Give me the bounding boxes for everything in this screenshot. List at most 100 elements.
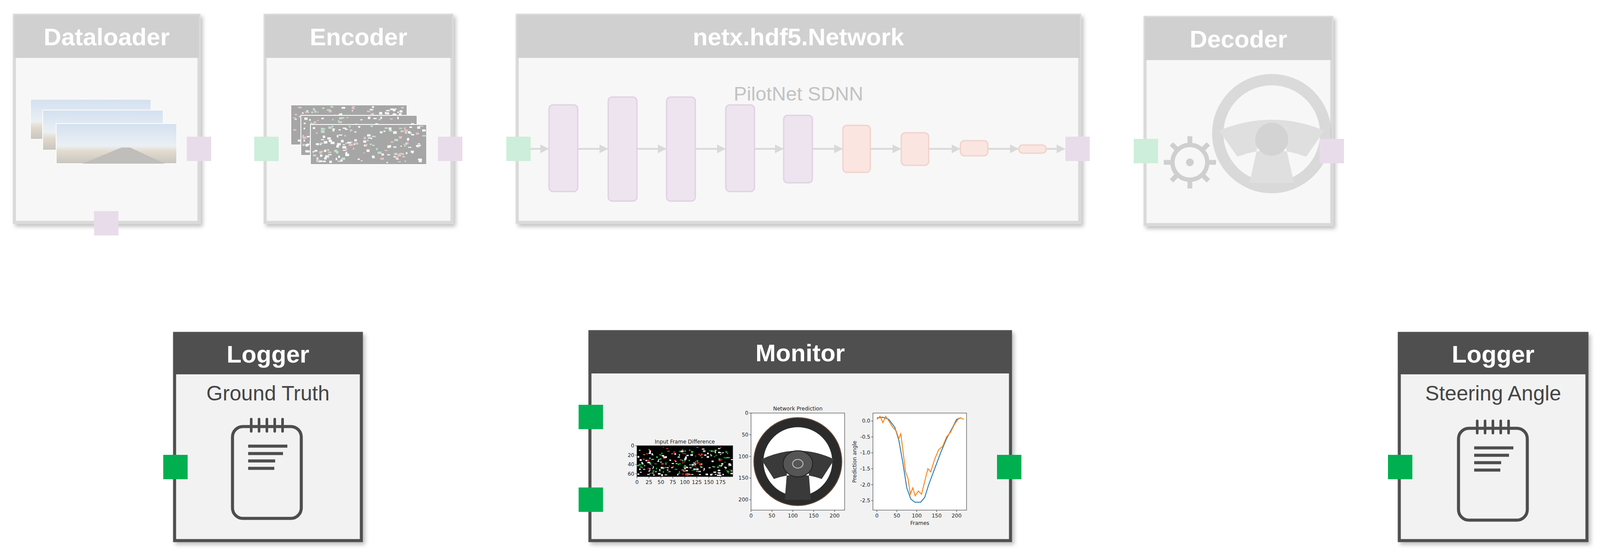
diff-pixel [637, 465, 639, 467]
spike-dot [380, 157, 384, 160]
spike-dot [323, 160, 327, 162]
spike-dot [364, 144, 368, 146]
spike-dot [351, 105, 356, 107]
spike-dot [357, 158, 360, 160]
diff-pixel [703, 450, 706, 453]
diff-pixel [683, 459, 686, 461]
notepad-body [232, 426, 302, 519]
tick-mark [956, 510, 957, 512]
spike-dot [311, 111, 314, 114]
spike-dot [381, 153, 384, 156]
port [506, 136, 531, 162]
spike-dot [303, 127, 306, 130]
box-shape [265, 15, 452, 223]
diff-pixel [657, 473, 661, 475]
tick-mark [871, 484, 873, 486]
diff-pixel [679, 471, 681, 472]
notepad-line [1474, 468, 1501, 472]
axis-tick-label: -1.0 [860, 450, 871, 456]
tick-mark [720, 476, 721, 479]
spike-dot [304, 117, 308, 120]
notepad-line [248, 444, 288, 448]
spike-dot [332, 128, 335, 130]
diff-pixel [694, 464, 697, 465]
diff-pixel [712, 466, 714, 468]
road-lane [82, 147, 166, 164]
wheel-spokes [1219, 119, 1325, 183]
diff-pixel [706, 456, 709, 459]
diff-pixel [701, 448, 705, 450]
diff-pixel [717, 469, 721, 472]
spike-dot [350, 129, 353, 131]
spike-dot [328, 110, 332, 113]
spike-dot [322, 107, 325, 110]
diff-pixel [705, 473, 708, 476]
diff-pixel [680, 450, 684, 453]
plot-label: Frames [910, 520, 930, 526]
diff-pixel [683, 471, 685, 472]
box-header [14, 15, 199, 58]
spike-dot [320, 154, 323, 157]
diff-pixel [717, 474, 720, 476]
diff-pixel [636, 473, 640, 475]
header-bar: Logger [1399, 333, 1587, 375]
tick-mark [708, 476, 710, 479]
angle-axes [872, 413, 967, 511]
axis-tick-label: 0 [875, 513, 879, 519]
box-header [174, 333, 362, 375]
spike-dot [294, 118, 297, 120]
spike-dot [294, 114, 298, 116]
diff-pixel [684, 450, 686, 452]
spike-dot [410, 150, 415, 153]
tick-mark [871, 500, 873, 502]
diff-pixel [639, 468, 641, 471]
spike-dot [336, 134, 339, 138]
spike-dot [394, 152, 398, 155]
diff-pixel [651, 472, 655, 474]
spike-dot [341, 157, 346, 160]
spike-dot [393, 131, 397, 135]
process-block: LoggerGround Truth [174, 333, 362, 541]
diff-pixel [645, 460, 648, 462]
diff-pixel [655, 471, 657, 473]
diff-pixel [722, 474, 724, 476]
spike-dot [379, 111, 383, 115]
axis-tick-label: 150 [738, 475, 749, 481]
layer-arrow [754, 148, 783, 150]
spike-dot [341, 117, 345, 119]
spike-dot [345, 152, 347, 155]
dense-layer [901, 132, 929, 166]
diff-pixel [710, 454, 712, 455]
diff-pixel [664, 456, 667, 459]
spike-dot [316, 160, 318, 162]
diff-pixel [688, 449, 691, 452]
tick-mark [792, 510, 793, 512]
spike-dot [298, 106, 302, 109]
diff-pixel [666, 448, 668, 449]
diff-pixel [643, 464, 646, 467]
tick-mark [660, 476, 662, 479]
plot-label: Network Prediction [773, 406, 823, 412]
spike-dot [302, 112, 304, 114]
diff-pixel [714, 450, 717, 452]
port [437, 136, 463, 162]
diff-pixel [649, 473, 652, 475]
notepad-ring [1475, 419, 1479, 435]
spike-dot [398, 127, 402, 129]
axis-tick-label: 20 [627, 452, 635, 459]
spike-dot [354, 131, 357, 133]
diff-pixel [654, 463, 657, 465]
dense-layer [842, 125, 871, 173]
diff-pixel [714, 474, 717, 475]
spike-dot [332, 129, 335, 132]
axis-tick-label: 0 [635, 479, 639, 486]
axis-tick-label: 100 [788, 513, 799, 519]
diff-pixel [674, 468, 678, 470]
spike-dot [352, 147, 355, 150]
tick-mark [871, 468, 873, 469]
layer-arrow [987, 148, 1018, 150]
box-header [517, 15, 1080, 58]
axis-tick-label: 175 [715, 479, 726, 486]
diff-pixel [718, 458, 721, 460]
diff-pixel [678, 472, 681, 474]
